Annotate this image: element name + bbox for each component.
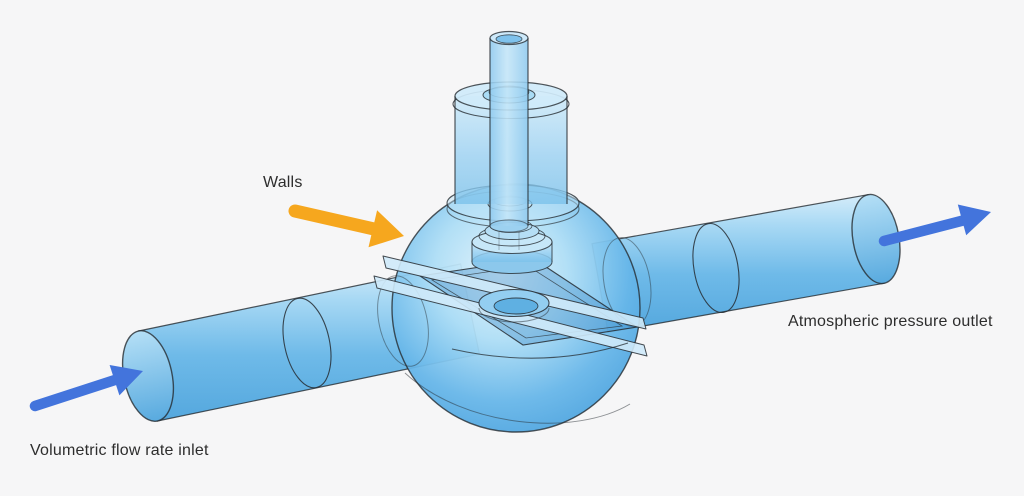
inlet-label: Volumetric flow rate inlet bbox=[30, 442, 209, 459]
seat-plate-assembly bbox=[373, 255, 648, 359]
blue-arrow-icon bbox=[29, 373, 124, 412]
outlet-label: Atmospheric pressure outlet bbox=[788, 313, 993, 330]
walls-label: Walls bbox=[263, 174, 303, 191]
blue-arrow-icon bbox=[878, 214, 971, 247]
valve-stem-tube bbox=[489, 30, 529, 250]
outlet-pipe-joint-line bbox=[692, 222, 740, 314]
orange-arrow-icon bbox=[288, 204, 381, 236]
walls-arrow bbox=[288, 204, 404, 248]
seat-ring-hole bbox=[493, 297, 539, 315]
inlet-pipe-joint-line bbox=[282, 297, 332, 389]
inlet-flow-arrow bbox=[29, 365, 143, 412]
blue-arrowhead-icon bbox=[957, 204, 991, 236]
blue-arrowhead-icon bbox=[109, 365, 143, 396]
outlet-flow-arrow bbox=[878, 204, 991, 247]
packing-stack bbox=[471, 219, 553, 274]
orange-arrowhead-icon bbox=[368, 210, 404, 248]
outlet-pipe bbox=[591, 193, 901, 333]
